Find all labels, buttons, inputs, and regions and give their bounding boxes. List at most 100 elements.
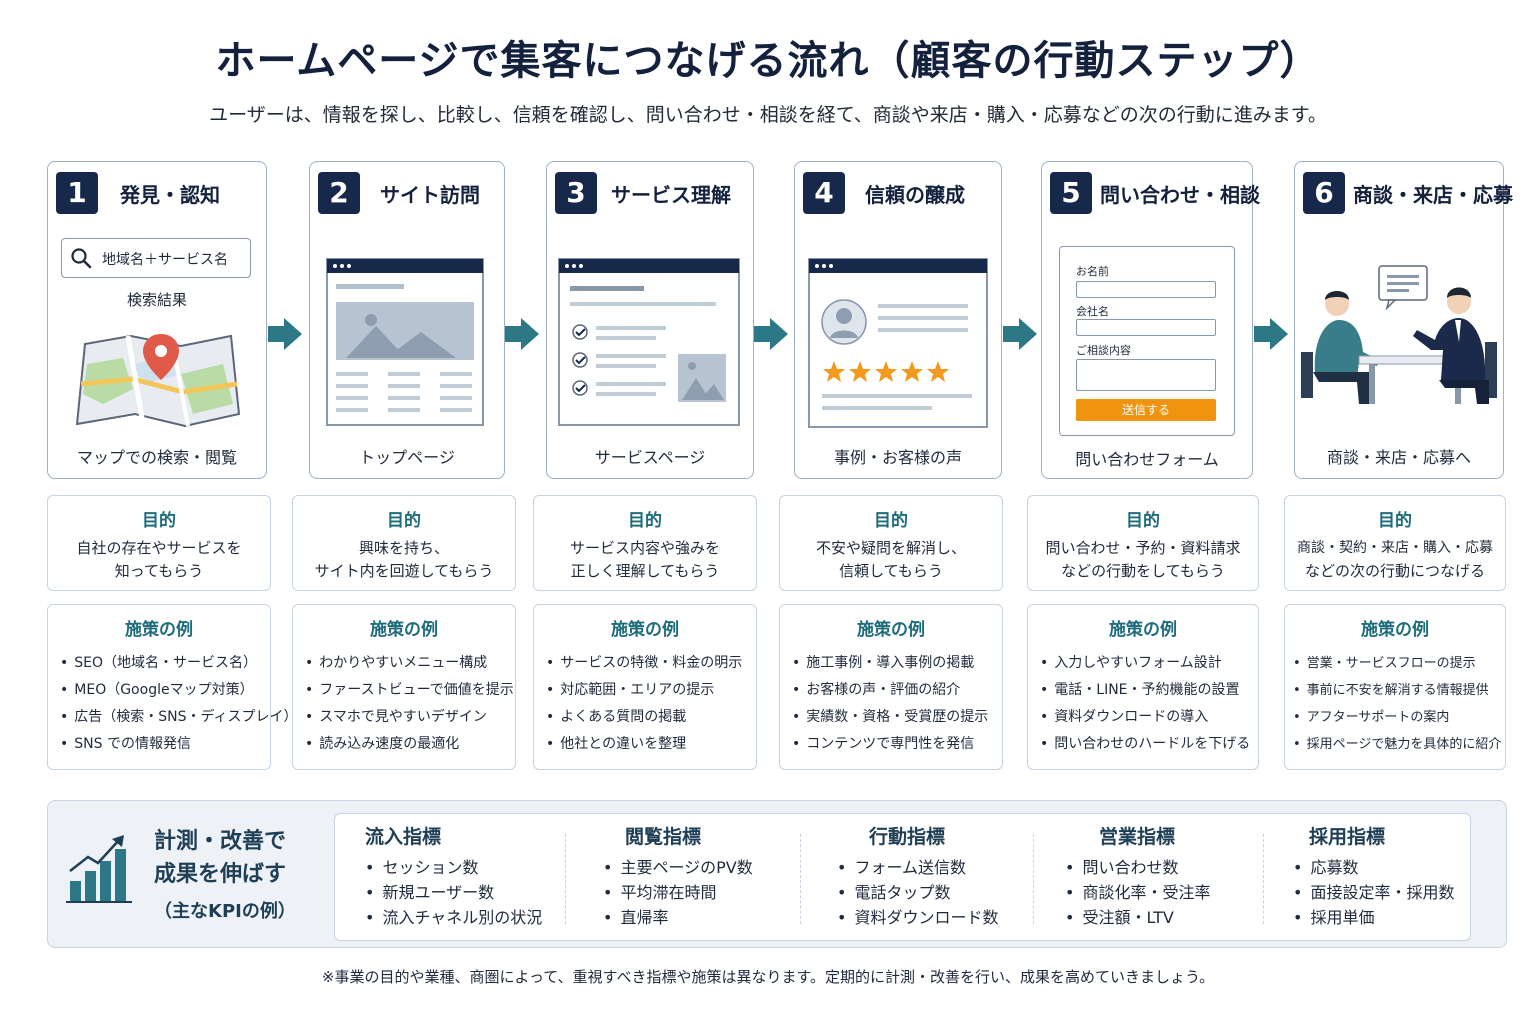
purpose-heading: 目的 xyxy=(142,511,176,531)
measure-item: お客様の声・評価の紹介 xyxy=(792,677,1002,704)
step-5-caption: 問い合わせフォーム xyxy=(1075,450,1219,469)
arrow-right-icon xyxy=(754,318,788,350)
step-1-card: 1 発見・認知 地域名＋サービス名 検索結果 マップでの検索・閲覧 xyxy=(47,161,267,479)
measure-item: スマホで見やすいデザイン xyxy=(305,704,515,731)
measure-item: よくある質問の掲載 xyxy=(546,704,756,731)
growth-chart-icon xyxy=(66,835,132,903)
arrow-right-icon xyxy=(268,318,302,350)
step-4-number: 4 xyxy=(803,172,845,214)
purpose-line: 正しく理解してもらう xyxy=(570,562,720,580)
step-6-number: 6 xyxy=(1303,172,1345,214)
purpose-line: 興味を持ち、 xyxy=(358,539,449,557)
kpi-item: 流入チャネル別の状況 xyxy=(365,905,542,930)
step-6-caption: 商談・来店・応募へ xyxy=(1326,448,1471,467)
measure-item: サービスの特徴・料金の明示 xyxy=(546,650,756,677)
kpi-item: 直帰率 xyxy=(603,905,753,930)
step-2-number: 2 xyxy=(318,172,360,214)
measures-heading: 施策の例 xyxy=(125,620,193,640)
purpose-heading: 目的 xyxy=(874,511,908,531)
purpose-line: 自社の存在やサービスを xyxy=(76,539,242,557)
measure-item: 対応範囲・エリアの提示 xyxy=(546,677,756,704)
measure-item: SEO（地域名・サービス名） xyxy=(60,650,270,677)
purpose-line: 商談・契約・来店・購入・応募 xyxy=(1297,540,1493,556)
measures-card-2: 施策の例 わかりやすいメニュー構成 ファーストビューで価値を提示 スマホで見やす… xyxy=(292,604,516,770)
form-label-content: ご相談内容 xyxy=(1076,344,1131,357)
measure-item: わかりやすいメニュー構成 xyxy=(305,650,515,677)
kpi-panel: 流入指標 セッション数 新規ユーザー数 流入チャネル別の状況 閲覧指標 主要ペー… xyxy=(334,813,1471,941)
measure-item: 施工事例・導入事例の掲載 xyxy=(792,650,1002,677)
kpi-item: セッション数 xyxy=(365,855,542,880)
measure-item: 実績数・資格・受賞歴の提示 xyxy=(792,704,1002,731)
kpi-heading-line: 計測・改善で xyxy=(154,829,287,854)
kpi-column-title: 閲覧指標 xyxy=(625,826,702,848)
kpi-item: 電話タップ数 xyxy=(837,880,998,905)
measure-item: コンテンツで専門性を発信 xyxy=(792,731,1002,758)
step-3-number: 3 xyxy=(555,172,597,214)
form-submit-button[interactable]: 送信する xyxy=(1076,399,1216,421)
measure-item: 入力しやすいフォーム設計 xyxy=(1040,650,1258,677)
kpi-column-title: 流入指標 xyxy=(365,826,442,848)
form-textarea-content[interactable] xyxy=(1076,359,1216,391)
search-query: 地域名＋サービス名 xyxy=(102,252,228,268)
kpi-divider xyxy=(565,834,566,924)
search-icon xyxy=(71,248,92,269)
measure-item: 問い合わせのハードルを下げる xyxy=(1040,731,1258,758)
step-5-card: 5 問い合わせ・相談 お名前 会社名 ご相談内容 送信する 問い合わせフォーム xyxy=(1041,161,1260,479)
kpi-item: 応募数 xyxy=(1293,855,1454,880)
page-title: ホームページで集客につなげる流れ（顧客の行動ステップ） xyxy=(215,38,1321,84)
arrow-right-icon xyxy=(1003,318,1037,350)
kpi-column-title: 営業指標 xyxy=(1099,826,1176,848)
map-icon xyxy=(75,334,241,428)
step-3-caption: サービスページ xyxy=(594,448,706,467)
kpi-subheading: （主なKPIの例） xyxy=(154,901,296,922)
step-1-title: 発見・認知 xyxy=(120,183,220,207)
step-1-number: 1 xyxy=(56,172,98,214)
kpi-item: 主要ページのPV数 xyxy=(603,855,752,880)
step-4-card: 4 信頼の醸成 事例・お客様の声 xyxy=(794,161,1002,479)
arrow-right-icon xyxy=(1254,318,1288,350)
arrow-right-icon xyxy=(505,318,539,350)
measure-item: 他社との違いを整理 xyxy=(546,731,756,758)
measure-item: 読み込み速度の最適化 xyxy=(305,731,515,758)
step-4-title: 信頼の醸成 xyxy=(865,183,965,207)
step-5-title: 問い合わせ・相談 xyxy=(1100,183,1260,207)
step-5-number: 5 xyxy=(1050,172,1092,214)
purpose-line: 信頼してもらう xyxy=(839,562,943,580)
measure-item: ファーストビューで価値を提示 xyxy=(305,677,515,704)
measures-heading: 施策の例 xyxy=(370,620,438,640)
purpose-line: 不安や疑問を解消し、 xyxy=(815,539,966,557)
step-2-card: 2 サイト訪問 トップページ xyxy=(309,161,505,479)
purpose-heading: 目的 xyxy=(628,511,662,531)
form-input-company[interactable] xyxy=(1076,319,1216,336)
measures-heading: 施策の例 xyxy=(1361,620,1429,640)
measure-item: 採用ページで魅力を具体的に紹介 xyxy=(1293,731,1505,758)
kpi-item: 受注額・LTV xyxy=(1065,905,1210,930)
measures-card-1: 施策の例 SEO（地域名・サービス名） MEO（Googleマップ対策） 広告（… xyxy=(47,604,298,770)
purpose-heading: 目的 xyxy=(1126,511,1160,531)
step-1-caption: マップでの検索・閲覧 xyxy=(76,448,237,467)
kpi-item: 新規ユーザー数 xyxy=(365,880,542,905)
purpose-card-5: 目的 問い合わせ・予約・資料請求などの行動をしてもらう xyxy=(1027,495,1259,591)
purpose-line: などの行動をしてもらう xyxy=(1061,562,1225,580)
purpose-heading: 目的 xyxy=(387,511,421,531)
step-3-card: 3 サービス理解 サービスページ xyxy=(546,161,754,479)
kpi-item: 平均滞在時間 xyxy=(603,880,753,905)
step-2-title: サイト訪問 xyxy=(380,183,480,207)
purpose-card-3: 目的 サービス内容や強みを正しく理解してもらう xyxy=(533,495,757,591)
kpi-heading: 計測・改善で 成果を伸ばす xyxy=(154,825,286,891)
purpose-card-4: 目的 不安や疑問を解消し、信頼してもらう xyxy=(779,495,1003,591)
measures-card-6: 施策の例 営業・サービスフローの提示 事前に不安を解消する情報提供 アフターサポ… xyxy=(1284,604,1506,770)
measure-item: SNS での情報発信 xyxy=(60,731,270,758)
measure-item: 広告（検索・SNS・ディスプレイ） xyxy=(60,704,297,731)
measure-item: MEO（Googleマップ対策） xyxy=(60,677,270,704)
kpi-heading-line: 成果を伸ばす xyxy=(154,862,287,887)
step-6-title: 商談・来店・応募 xyxy=(1353,183,1513,207)
kpi-column-recruiting: 採用指標 応募数 面接設定率・採用数 採用単価 xyxy=(1293,814,1454,942)
kpi-item: 採用単価 xyxy=(1293,905,1454,930)
measures-card-5: 施策の例 入力しやすいフォーム設計 電話・LINE・予約機能の設置 資料ダウンロ… xyxy=(1027,604,1259,770)
kpi-item: 資料ダウンロード数 xyxy=(837,905,998,930)
measures-card-4: 施策の例 施工事例・導入事例の掲載 お客様の声・評価の紹介 実績数・資格・受賞歴… xyxy=(779,604,1003,770)
form-input-name[interactable] xyxy=(1076,281,1216,298)
form-label-name: お名前 xyxy=(1076,265,1109,278)
kpi-item: 問い合わせ数 xyxy=(1065,855,1210,880)
